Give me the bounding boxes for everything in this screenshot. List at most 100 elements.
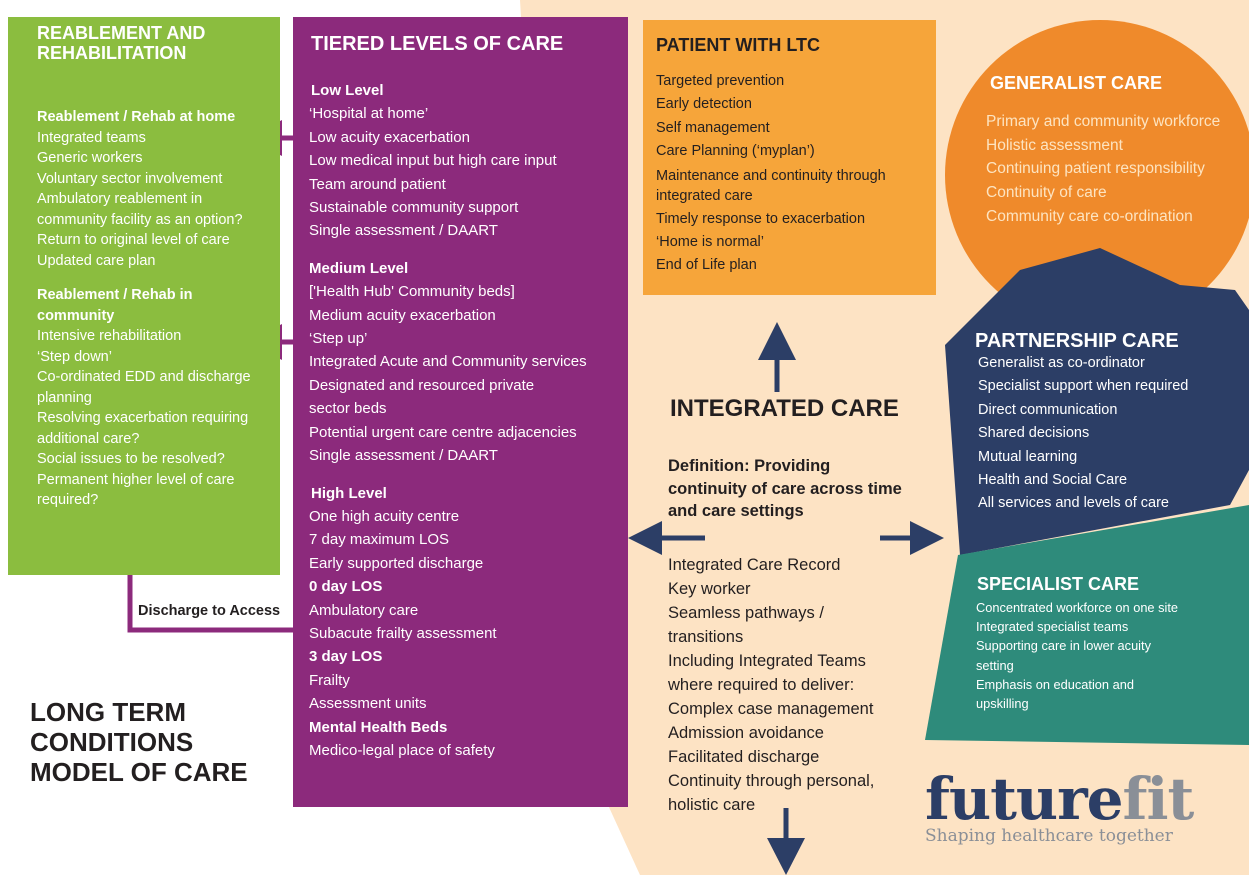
generalist-list: Primary and community workforce Holistic… xyxy=(986,110,1220,229)
logo-part-fit: fit xyxy=(1122,765,1195,833)
list-item: Admission avoidance xyxy=(668,724,824,742)
reablement-title: REABLEMENT AND REHABILITATION xyxy=(37,23,206,63)
high-level-heading: High Level xyxy=(311,484,387,502)
list-item: Emphasis on education and upskilling xyxy=(976,676,1134,712)
list-item: Co-ordinated EDD and discharge planning xyxy=(37,369,251,406)
partnership-shape xyxy=(945,248,1249,555)
list-item: Social issues to be resolved? xyxy=(37,451,225,467)
list-item: Concentrated workforce on one site xyxy=(976,600,1179,615)
list-item: Holistic assessment xyxy=(986,136,1123,154)
list-item: Low medical input but high care input xyxy=(309,152,557,170)
list-item: Continuity of care xyxy=(986,184,1107,202)
list-item: Key worker xyxy=(668,580,751,598)
discharge-arrow-line xyxy=(127,575,293,633)
list-item: Targeted prevention xyxy=(656,73,785,89)
list-item: Health and Social Care xyxy=(978,472,1128,489)
list-item: Integrated Care Record xyxy=(668,556,841,574)
arrow-right-head xyxy=(910,521,944,555)
list-item: ‘Home is normal’ xyxy=(656,234,764,251)
list-item: Integrated teams xyxy=(37,129,146,146)
list-item: ‘Hospital at home’ xyxy=(309,105,429,123)
list-item: Continuing patient responsibility xyxy=(986,160,1205,178)
list-item: Primary and community workforce xyxy=(986,113,1221,130)
low-level-heading: Low Level xyxy=(311,82,384,99)
list-item: End of Life plan xyxy=(656,257,757,274)
list-item: Supporting care in lower acuity setting xyxy=(976,638,1151,673)
list-item: Timely response to exacerbation xyxy=(656,210,866,227)
list-item: Shared decisions xyxy=(978,425,1090,442)
list-item: Single assessment / DAART xyxy=(309,447,498,465)
list-item: 7 day maximum LOS xyxy=(309,531,450,549)
list-item: ['Health Hub' Community beds] xyxy=(309,283,515,301)
specialist-title: SPECIALIST CARE xyxy=(977,574,1140,594)
model-title: LONG TERM CONDITIONS MODEL OF CARE xyxy=(30,697,248,787)
tiered-levels-panel: TIERED LEVELS OF CARE Low Level ‘Hospita… xyxy=(293,17,628,807)
list-item: Integrated specialist teams xyxy=(976,619,1129,635)
discharge-to-access-label: Discharge to Access xyxy=(138,603,281,619)
logo-tagline: Shaping healthcare together xyxy=(925,826,1173,846)
specialist-list: Concentrated workforce on one site Integ… xyxy=(976,598,1226,713)
list-item: Mutual learning xyxy=(978,448,1078,465)
reablement-panel: REABLEMENT AND REHABILITATION Reablement… xyxy=(8,17,280,575)
list-item: Medico-legal place of safety xyxy=(309,741,495,759)
reablement-list: Reablement / Rehab at home Integrated te… xyxy=(37,107,272,511)
list-item: ‘Step up’ xyxy=(309,330,368,348)
list-item: Self management xyxy=(656,119,770,136)
list-item: Subacute frailty assessment xyxy=(309,624,497,642)
list-item: Complex case management xyxy=(668,700,874,718)
list-item: Seamless pathways / transitions xyxy=(668,604,824,646)
patient-ltc-panel: PATIENT WITH LTC Targeted prevention Ear… xyxy=(643,20,936,295)
generalist-title: GENERALIST CARE xyxy=(990,73,1163,93)
mental-health-heading: Mental Health Beds xyxy=(309,718,448,736)
list-item: Care Planning (‘myplan’) xyxy=(656,143,815,160)
list-item: Direct communication xyxy=(978,401,1118,418)
list-item: Generic workers xyxy=(37,150,143,166)
list-item: Facilitated discharge xyxy=(668,748,820,766)
list-item: Early supported discharge xyxy=(309,554,484,572)
arrow-left-head xyxy=(628,521,662,555)
list-item: Low acuity exacerbation xyxy=(309,128,470,146)
list-item: Assessment units xyxy=(309,695,427,713)
list-item: Single assessment / DAART xyxy=(309,222,498,240)
list-item: Ambulatory reablement in community facil… xyxy=(37,191,243,228)
list-item: Maintenance and continuity through integ… xyxy=(656,167,886,204)
integrated-care-definition: Definition: Providing continuity of care… xyxy=(668,457,902,520)
integrated-care-title: INTEGRATED CARE xyxy=(670,395,899,422)
list-item: Sustainable community support xyxy=(309,199,519,217)
list-item: Designated and resourced private sector … xyxy=(309,376,535,418)
partnership-title: PARTNERSHIP CARE xyxy=(975,330,1179,352)
list-item: Updated care plan xyxy=(37,252,156,269)
partnership-list: Generalist as co-ordinator Specialist su… xyxy=(978,352,1188,516)
three-day-heading: 3 day LOS xyxy=(309,648,383,666)
list-item: Including Integrated Teams where require… xyxy=(668,652,866,694)
list-item: Permanent higher level of care required? xyxy=(37,471,235,509)
generalist-circle xyxy=(945,20,1249,330)
community-rehab-heading: Reablement / Rehab in community xyxy=(37,287,193,324)
specialist-shape xyxy=(925,505,1249,745)
arrow-down-head xyxy=(767,838,805,875)
list-item: Integrated Acute and Community services xyxy=(309,353,587,371)
list-item: Generalist as co-ordinator xyxy=(978,355,1145,371)
list-item: Ambulatory care xyxy=(309,601,419,619)
list-item: Continuity through personal, holistic ca… xyxy=(668,772,875,814)
patient-list: Targeted prevention Early detection Self… xyxy=(656,70,931,278)
integrated-care-list: Integrated Care Record Key worker Seamle… xyxy=(668,553,928,817)
logo-part-future: future xyxy=(925,765,1124,833)
list-item: Potential urgent care centre adjacencies xyxy=(309,423,577,441)
medium-level-heading: Medium Level xyxy=(309,259,409,277)
futurefit-logo: futurefit xyxy=(925,770,1194,828)
list-item: Voluntary sector involvement xyxy=(37,170,223,187)
list-item: Return to original level of care xyxy=(37,232,230,248)
list-item: One high acuity centre xyxy=(309,507,460,525)
list-item: All services and levels of care xyxy=(978,495,1169,512)
list-item: Specialist support when required xyxy=(978,378,1189,395)
arrow-up-head xyxy=(758,322,796,360)
list-item: Team around patient xyxy=(309,175,446,193)
list-item: Community care co-ordination xyxy=(986,207,1193,225)
tiered-list: Low Level ‘Hospital at home’ Low acuity … xyxy=(309,79,629,762)
home-rehab-heading: Reablement / Rehab at home xyxy=(37,109,236,125)
list-item: Medium acuity exacerbation xyxy=(309,306,496,324)
list-item: Intensive rehabilitation xyxy=(37,328,182,344)
list-item: ‘Step down’ xyxy=(37,348,112,365)
zero-day-heading: 0 day LOS xyxy=(309,578,383,596)
